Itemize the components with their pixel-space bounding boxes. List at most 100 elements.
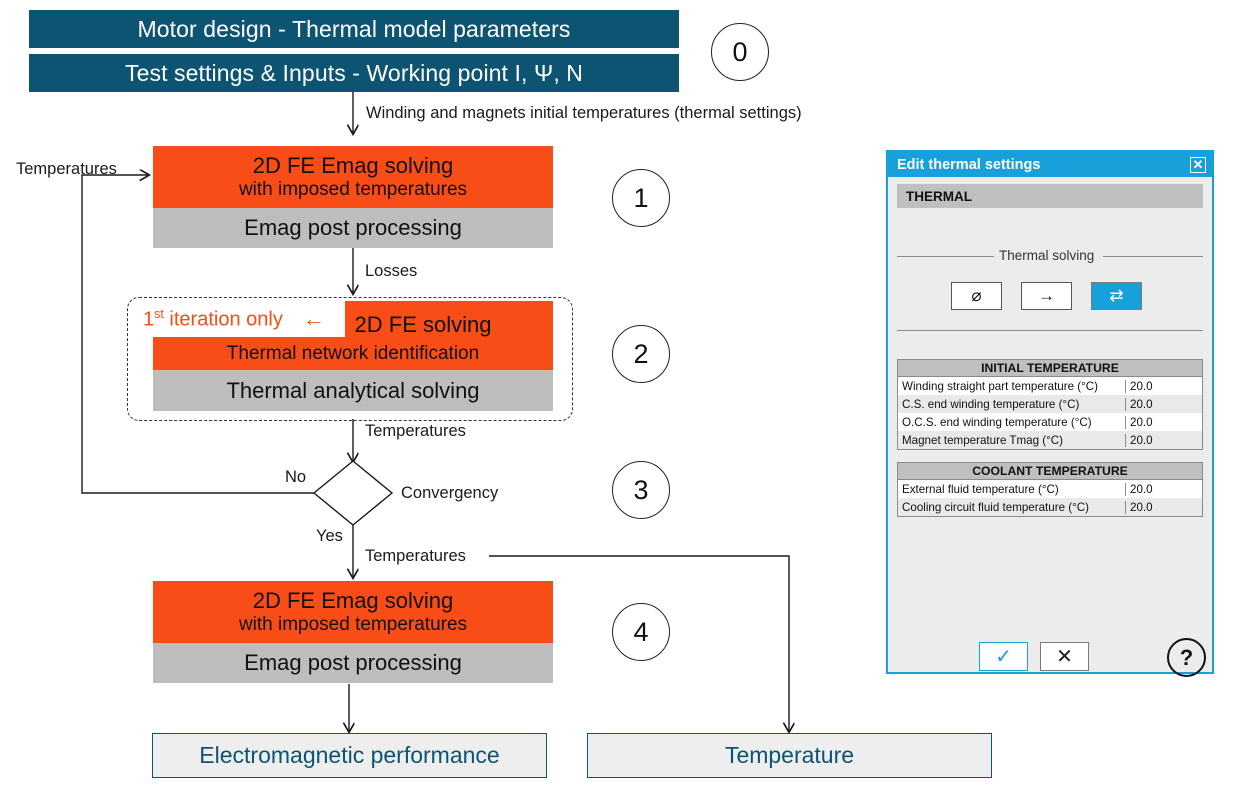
- step2-thermal-network-label: Thermal network identification: [226, 342, 480, 364]
- result-box-electromagnetic-performance: Electromagnetic performance: [152, 733, 547, 778]
- fieldset-divider: [897, 330, 1203, 331]
- edge-label-convergency: Convergency: [401, 484, 498, 503]
- table-row[interactable]: External fluid temperature (°C) 20.0: [898, 480, 1202, 498]
- edge-label-text: Yes: [316, 527, 343, 545]
- step2-thermal-analytical-label: Thermal analytical solving: [226, 377, 480, 403]
- close-icon: ✕: [1056, 646, 1073, 668]
- cancel-button[interactable]: ✕: [1040, 642, 1089, 671]
- result-box-temperature: Temperature: [587, 733, 992, 778]
- step2-iteration-note-text: 1st iteration only: [143, 307, 283, 332]
- step-marker-label: 2: [633, 338, 649, 369]
- edge-label-temperatures-final: Temperatures: [365, 547, 466, 566]
- checkmark-icon: ✓: [995, 646, 1012, 668]
- edge-label-text: Convergency: [401, 484, 499, 502]
- step-marker-3: 3: [612, 461, 670, 519]
- step1-post-processing-box: Emag post processing: [153, 208, 553, 248]
- step1-title: 2D FE Emag solving: [252, 153, 454, 179]
- step4-emag-solving-box: 2D FE Emag solving with imposed temperat…: [153, 581, 553, 643]
- step1-emag-solving-box: 2D FE Emag solving with imposed temperat…: [153, 146, 553, 208]
- result-box-label: Temperature: [724, 742, 855, 768]
- question-mark-icon: ?: [1179, 644, 1194, 670]
- edge-label-yes: Yes: [316, 527, 343, 546]
- step-marker-0: 0: [711, 23, 769, 81]
- table-row[interactable]: O.C.S. end winding temperature (°C) 20.0: [898, 413, 1202, 431]
- table-cell-value[interactable]: 20.0: [1130, 482, 1153, 496]
- table-cell-value[interactable]: 20.0: [1130, 397, 1153, 411]
- iteration-ordinal: 1: [143, 308, 155, 331]
- initial-temperature-table: INITIAL TEMPERATURE Winding straight par…: [897, 359, 1203, 450]
- edge-label-temperatures-out: Temperatures: [365, 422, 466, 441]
- step-marker-1: 1: [612, 169, 670, 227]
- edge-label-text: No: [285, 468, 307, 486]
- solving-button-one-way[interactable]: →: [1021, 282, 1072, 310]
- step-marker-label: 1: [633, 182, 649, 213]
- table-cell-value[interactable]: 20.0: [1130, 500, 1153, 514]
- help-button[interactable]: ?: [1167, 638, 1206, 677]
- step-marker-label: 4: [633, 616, 649, 647]
- left-arrow-icon: ←: [302, 306, 325, 331]
- edge-label-text: Losses: [365, 262, 418, 280]
- edge-label-text: Temperatures: [16, 160, 117, 178]
- table-cell-value[interactable]: 20.0: [1130, 433, 1153, 447]
- ok-button[interactable]: ✓: [979, 642, 1028, 671]
- fieldset-legend-label: Thermal solving: [999, 248, 1095, 263]
- step4-post-processing-box: Emag post processing: [153, 643, 553, 683]
- step2-thermal-analytical-box: Thermal analytical solving: [153, 370, 553, 411]
- header-box-label: Test settings & Inputs - Working point I…: [124, 59, 584, 86]
- table-row[interactable]: Cooling circuit fluid temperature (°C) 2…: [898, 498, 1202, 516]
- dialog-title: Edit thermal settings: [897, 156, 1041, 173]
- table-cell-label: External fluid temperature (°C): [898, 482, 1126, 496]
- fieldset-line-left: [897, 256, 994, 257]
- solving-button-no-thermal[interactable]: ⌀: [951, 282, 1002, 310]
- initial-temperature-table-header: INITIAL TEMPERATURE: [898, 360, 1202, 377]
- table-cell-label: C.S. end winding temperature (°C): [898, 397, 1126, 411]
- step2-thermal-network-box: Thermal network identification: [153, 337, 553, 370]
- solving-button-two-way[interactable]: ⇄: [1091, 282, 1142, 310]
- edge-label-temperatures-feedback: Temperatures: [16, 160, 117, 179]
- step4-subtitle: with imposed temperatures: [238, 613, 468, 635]
- table-row[interactable]: Magnet temperature Tmag (°C) 20.0: [898, 431, 1202, 449]
- iteration-note-rest: iteration only: [163, 308, 283, 331]
- step1-subtitle: with imposed temperatures: [238, 178, 468, 200]
- table-cell-label: Winding straight part temperature (°C): [898, 379, 1126, 393]
- dialog-section-header-thermal: THERMAL: [897, 184, 1203, 208]
- close-icon[interactable]: ✕: [1190, 156, 1206, 173]
- step-marker-2: 2: [612, 325, 670, 383]
- iteration-ordinal-suffix: st: [154, 306, 164, 321]
- step-marker-4: 4: [612, 603, 670, 661]
- header-box-test-settings: Test settings & Inputs - Working point I…: [29, 54, 679, 92]
- header-box-label: Motor design - Thermal model parameters: [137, 15, 571, 42]
- table-cell-value[interactable]: 20.0: [1130, 379, 1153, 393]
- edge-label-initial-temperatures: Winding and magnets initial temperatures…: [366, 104, 802, 123]
- step4-post-processing-label: Emag post processing: [244, 650, 462, 675]
- right-arrow-icon: →: [1038, 286, 1055, 305]
- step1-post-processing-label: Emag post processing: [244, 215, 462, 240]
- step2-group: [127, 297, 573, 421]
- edge-label-text: Temperatures: [365, 547, 466, 565]
- table-row[interactable]: C.S. end winding temperature (°C) 20.0: [898, 395, 1202, 413]
- coolant-temperature-table-header: COOLANT TEMPERATURE: [898, 463, 1202, 480]
- step-marker-label: 0: [732, 36, 748, 67]
- edge-label-no: No: [285, 468, 306, 487]
- table-cell-label: Cooling circuit fluid temperature (°C): [898, 500, 1126, 514]
- no-thermal-icon: ⌀: [971, 286, 982, 305]
- edge-label-text: Winding and magnets initial temperatures…: [366, 104, 802, 122]
- coolant-temperature-table: COOLANT TEMPERATURE External fluid tempe…: [897, 462, 1203, 517]
- step2-iteration-note: 1st iteration only ←: [134, 301, 345, 337]
- fieldset-legend-thermal-solving: Thermal solving: [994, 248, 1100, 263]
- table-cell-label: Magnet temperature Tmag (°C): [898, 433, 1126, 447]
- step2-fe-solving-label: 2D FE solving: [354, 311, 492, 337]
- edge-label-losses: Losses: [365, 262, 417, 281]
- edit-thermal-settings-dialog: Edit thermal settings ✕ THERMAL Thermal …: [886, 150, 1214, 677]
- dialog-title-bar: Edit thermal settings ✕: [888, 152, 1212, 177]
- bidirectional-arrow-icon: ⇄: [1109, 286, 1124, 305]
- table-cell-label: O.C.S. end winding temperature (°C): [898, 415, 1126, 429]
- table-row[interactable]: Winding straight part temperature (°C) 2…: [898, 377, 1202, 395]
- dialog-section-header-label: THERMAL: [906, 188, 972, 204]
- edge-label-text: Temperatures: [365, 422, 466, 440]
- fieldset-line-right: [1103, 256, 1203, 257]
- step-marker-label: 3: [633, 474, 649, 505]
- step4-title: 2D FE Emag solving: [252, 588, 454, 614]
- table-cell-value[interactable]: 20.0: [1130, 415, 1153, 429]
